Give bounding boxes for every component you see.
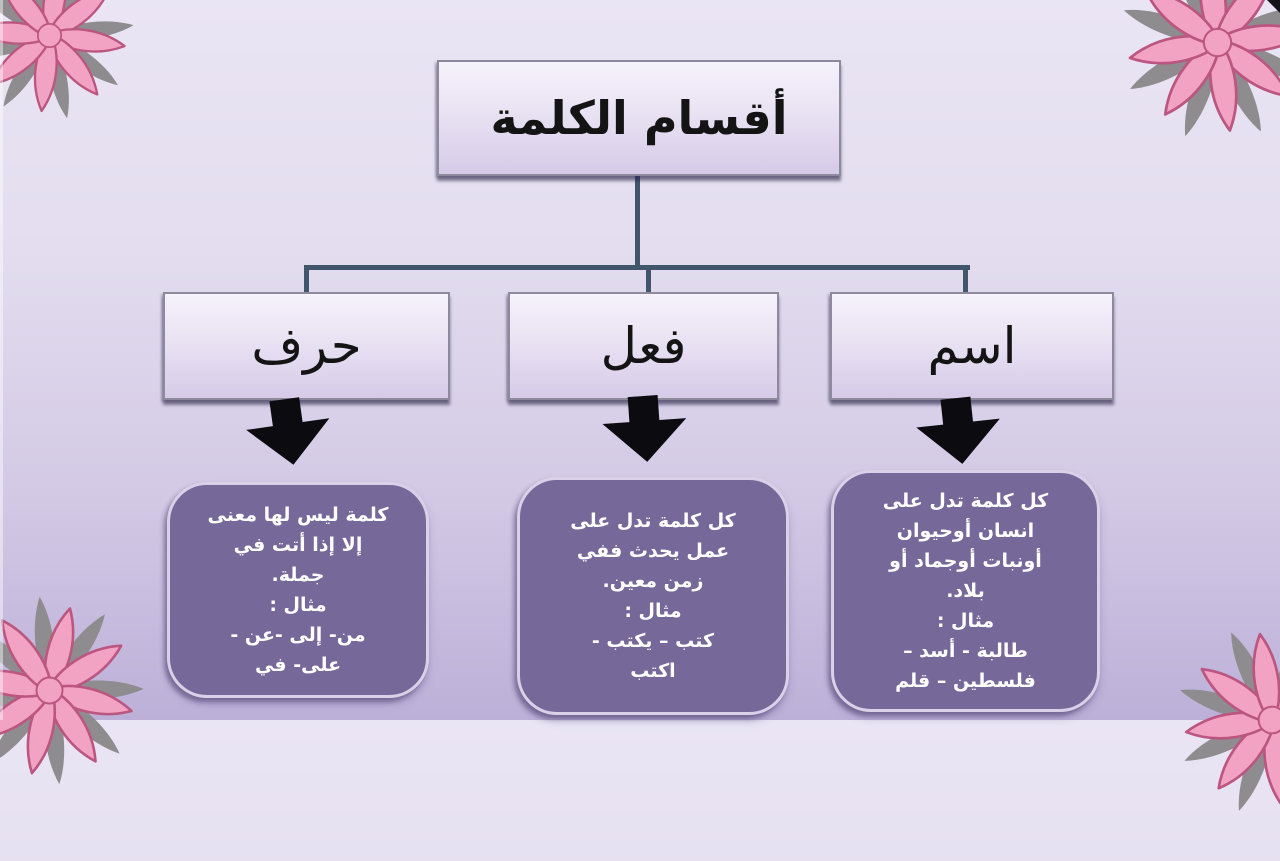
flower-icon	[1138, 586, 1280, 855]
corner-notch	[1267, 0, 1280, 13]
description-text: كلمة ليس لها معنى إلا إذا أتت في جملة. م…	[207, 503, 389, 677]
flower-icon	[1111, 0, 1280, 150]
description-text: كل كلمة تدل على انسان أوحيوان أونبات أوج…	[882, 489, 1049, 693]
connector-drop-fial	[646, 265, 651, 295]
title-node: أقسام الكلمة	[437, 60, 841, 176]
down-arrow-icon	[602, 395, 687, 462]
category-label: اسم	[927, 317, 1017, 375]
connector-drop-harf	[304, 265, 309, 295]
category-node-harf: حرف	[163, 292, 450, 400]
page-title: أقسام الكلمة	[490, 91, 788, 145]
connector-drop-ism	[963, 265, 968, 295]
description-text: كل كلمة تدل على عمل يحدث ففي زمن معين. م…	[570, 509, 736, 683]
category-node-ism: اسم	[830, 292, 1114, 400]
connector-title-stem	[635, 172, 640, 268]
category-node-fial: فعل	[508, 292, 779, 400]
flower-icon	[0, 578, 164, 804]
description-card-harf: كلمة ليس لها معنى إلا إذا أتت في جملة. م…	[167, 482, 429, 698]
category-label: فعل	[600, 317, 687, 375]
down-arrow-icon	[246, 397, 330, 465]
description-card-ism: كل كلمة تدل على انسان أوحيوان أونبات أوج…	[831, 470, 1100, 712]
connector-horizontal	[304, 265, 970, 270]
left-edge-highlight	[0, 0, 3, 720]
description-card-fial: كل كلمة تدل على عمل يحدث ففي زمن معين. م…	[517, 477, 789, 715]
down-arrow-icon	[916, 396, 1000, 464]
flower-icon	[0, 0, 146, 130]
category-label: حرف	[251, 317, 362, 375]
